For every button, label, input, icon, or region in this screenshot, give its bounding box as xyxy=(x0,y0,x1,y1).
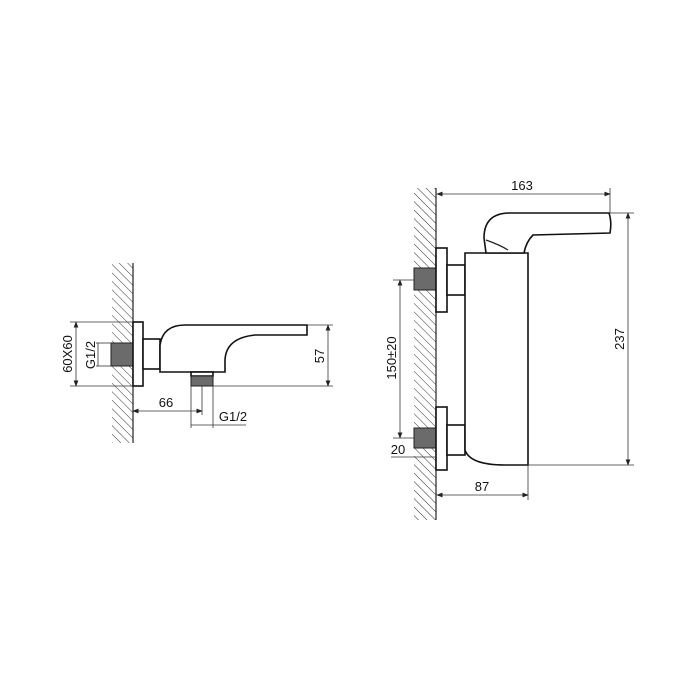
dim-inlet-spacing: 150±20 xyxy=(384,336,399,379)
dim-outlet-offset: 66 xyxy=(159,395,173,410)
lever-handle xyxy=(483,212,612,254)
lower-connector xyxy=(446,424,466,456)
upper-connector xyxy=(446,264,466,296)
outlet-nut-top xyxy=(190,371,214,377)
upper-escutcheon xyxy=(435,247,448,313)
side-view: 60X60 G1/2 57 66 G1/2 xyxy=(60,263,333,443)
mixer-body xyxy=(464,252,529,466)
front-view: 163 237 150±20 20 87 xyxy=(384,178,634,520)
mixer-body xyxy=(159,324,308,373)
wall-hatch xyxy=(414,188,436,520)
dim-inlet-depth: 20 xyxy=(391,442,405,457)
lower-inlet-fitting xyxy=(413,427,437,449)
dim-height: 237 xyxy=(612,328,627,350)
dim-height: 57 xyxy=(312,349,327,363)
escutcheon xyxy=(132,321,144,387)
dim-width: 163 xyxy=(511,178,533,193)
dim-escutcheon-size: 60X60 xyxy=(60,335,75,373)
connector-neck xyxy=(142,338,161,370)
dim-inlet-thread: G1/2 xyxy=(83,341,98,369)
dim-body-depth: 87 xyxy=(475,479,489,494)
upper-inlet-fitting xyxy=(413,267,437,291)
lever-base xyxy=(485,239,509,251)
dim-outlet-thread: G1/2 xyxy=(219,409,247,424)
inlet-fitting xyxy=(110,342,134,367)
lower-escutcheon xyxy=(435,406,448,471)
outlet-fitting xyxy=(190,375,214,387)
